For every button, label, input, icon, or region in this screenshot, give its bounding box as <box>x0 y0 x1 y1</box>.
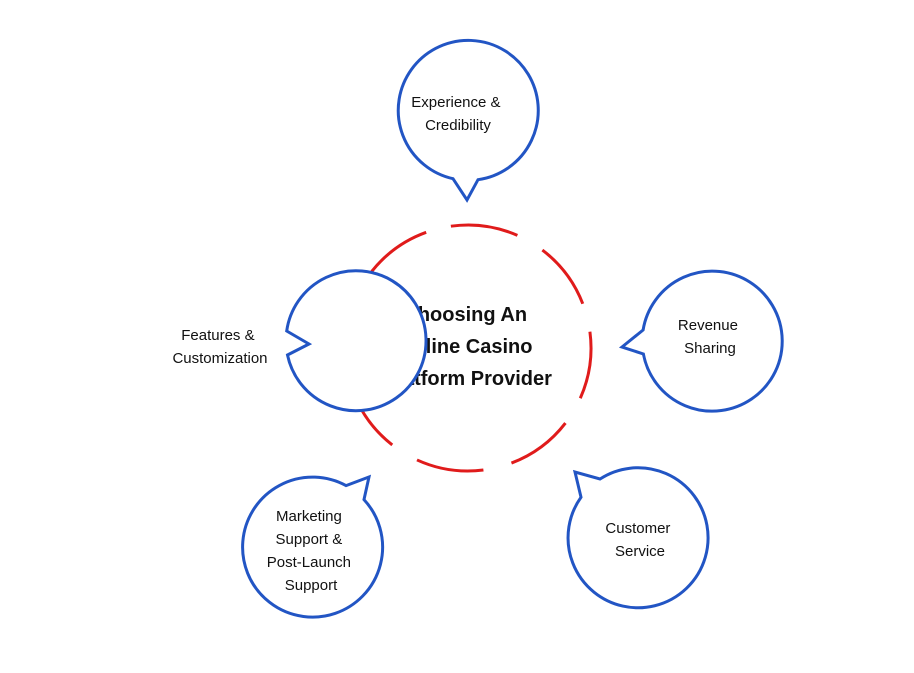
center-title: Choosing An Online Casino Platform Provi… <box>384 304 552 390</box>
center-title-line: Online Casino <box>398 336 532 358</box>
bubble-features: Features & Customization <box>172 269 428 413</box>
bubble-label-line: Credibility <box>425 117 491 134</box>
bubble-experience: Experience & Credibility <box>396 38 540 203</box>
bubble-label-line: Customization <box>172 350 267 367</box>
bubble-revenue: Revenue Sharing <box>618 269 784 413</box>
center-dashed-circle <box>343 223 593 473</box>
bubble-label-line: Support <box>285 577 338 594</box>
bubble-customer: Customer Service <box>566 466 710 610</box>
bubble-label-line: Sharing <box>684 340 736 357</box>
bubble-label: Features & Customization <box>172 327 267 367</box>
bubble-label-line: Experience & <box>411 94 500 111</box>
speech-bubble-shape <box>241 474 385 619</box>
bubble-marketing: Marketing Support & Post-Launch Support <box>241 474 385 619</box>
bubble-label-line: Revenue <box>678 317 738 334</box>
speech-bubble-shape <box>285 269 428 413</box>
bubble-label: Customer Service <box>605 520 674 560</box>
bubble-label-line: Service <box>615 543 665 560</box>
speech-bubble-shape <box>396 38 540 203</box>
bubble-label: Experience & Credibility <box>411 94 504 134</box>
bubble-label: Revenue Sharing <box>678 317 742 357</box>
speech-bubble-shape <box>566 466 710 610</box>
bubble-label-line: Post-Launch <box>267 554 351 571</box>
bubble-label: Marketing Support & Post-Launch Support <box>267 508 355 594</box>
center-title-line: Platform Provider <box>384 368 552 390</box>
bubble-label-line: Features & <box>181 327 254 344</box>
bubble-label-line: Customer <box>605 520 670 537</box>
speech-bubble-shape <box>618 269 784 413</box>
bubble-label-line: Marketing <box>276 508 342 525</box>
bubble-label-line: Support & <box>276 531 343 548</box>
center-title-line: Choosing An <box>403 304 527 326</box>
